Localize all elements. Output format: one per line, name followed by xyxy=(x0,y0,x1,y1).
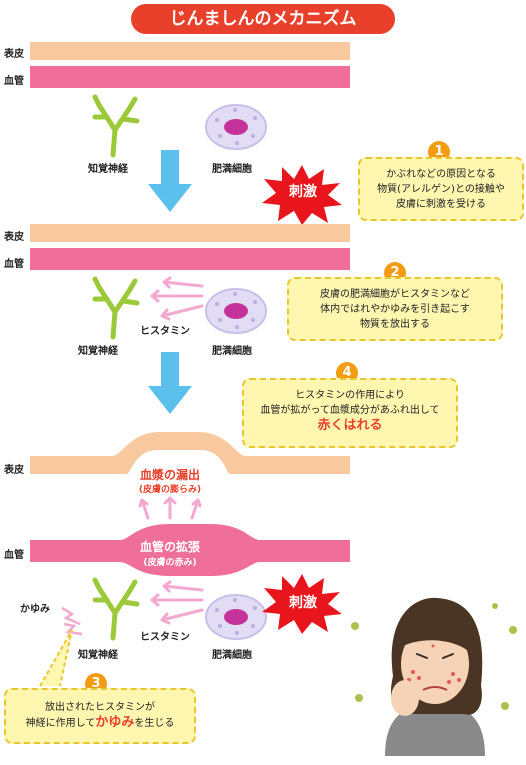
step-1-line: 皮膚に刺激を受ける xyxy=(396,199,486,210)
mast-cell-label: 肥満細胞 xyxy=(212,164,252,175)
step-1-line: 物質(アレルゲン)との接触や xyxy=(377,184,505,195)
down-arrow-icon xyxy=(148,352,192,414)
nerve-icon xyxy=(92,276,140,340)
nerve-label: 知覚神経 xyxy=(88,164,128,175)
step-3-line-2: 神経に作用してかゆみを生じる xyxy=(6,715,194,731)
step-4-emphasis: 赤くはれる xyxy=(317,418,383,433)
itchy-girl-illustration xyxy=(351,597,517,756)
vessel-label: 血管 xyxy=(4,76,24,87)
mast-cell-icon xyxy=(205,594,267,640)
skin-layer xyxy=(30,224,350,242)
vessel-label: 血管 xyxy=(4,550,24,561)
plasma-leak-sub: (皮膚の膨らみ) xyxy=(138,485,202,495)
swollen-skin-layer xyxy=(30,432,350,474)
step-2-line: 皮膚の肥満細胞がヒスタミンなど xyxy=(320,289,470,300)
note-3-pointer xyxy=(39,629,73,687)
step-note-4: ヒスタミンの作用により 血管が拡がって血漿成分があふれ出して 赤くはれる xyxy=(242,378,458,448)
step-3-emphasis: かゆみ xyxy=(95,715,135,730)
dilated-blood-vessel xyxy=(30,524,350,576)
step-note-1: かぶれなどの原因となる 物質(アレルゲン)との接触や 皮膚に刺激を受ける xyxy=(358,157,524,221)
dilation-sub: (皮膚の赤み) xyxy=(143,558,197,568)
plasma-arrows-icon xyxy=(138,496,202,520)
histamine-arrows-icon xyxy=(150,276,204,321)
plasma-leak-title: 血漿の漏出 xyxy=(139,468,200,482)
dilation-title: 血管の拡張 xyxy=(139,540,200,554)
blood-vessel xyxy=(30,248,350,270)
stimulus-burst-icon xyxy=(262,574,342,634)
step-2-line: 物質を放出する xyxy=(360,319,430,330)
down-arrow-icon xyxy=(148,150,192,212)
mast-cell-icon xyxy=(205,288,267,334)
step-note-2: 皮膚の肥満細胞がヒスタミンなど 体内ではれやかゆみを引き起こす 物質を放出する xyxy=(287,277,503,341)
step-3-post: を生じる xyxy=(134,718,175,729)
stimulus-label: 刺激 xyxy=(289,184,317,200)
itch-label: かゆみ xyxy=(20,604,50,615)
skin-label: 表皮 xyxy=(4,49,24,60)
nerve-label: 知覚神経 xyxy=(78,346,118,357)
step-3-line: 放出されたヒスタミンが xyxy=(45,702,155,713)
page-title: じんましんのメカニズム xyxy=(131,4,395,34)
nerve-icon xyxy=(92,94,140,158)
step-3-pre: 神経に作用して xyxy=(25,718,96,729)
step-4-line: 血管が拡がって血漿成分があふれ出して xyxy=(260,405,440,416)
itch-zigzag-icon xyxy=(61,606,83,636)
nerve-icon xyxy=(92,577,140,641)
nerve-label: 知覚神経 xyxy=(78,650,118,661)
mast-cell-label: 肥満細胞 xyxy=(212,650,252,661)
histamine-label: ヒスタミン xyxy=(140,632,190,643)
step-1-line: かぶれなどの原因となる xyxy=(386,169,496,180)
vessel-label: 血管 xyxy=(4,259,24,270)
mast-cell-icon xyxy=(205,104,267,150)
stimulus-burst-icon xyxy=(262,165,342,225)
histamine-arrows-icon xyxy=(150,580,204,625)
skin-label: 表皮 xyxy=(4,232,24,243)
skin-label: 表皮 xyxy=(4,465,24,476)
step-note-3: 放出されたヒスタミンが 神経に作用してかゆみを生じる xyxy=(4,688,196,744)
stimulus-label: 刺激 xyxy=(289,595,317,611)
step-2-line: 体内ではれやかゆみを引き起こす xyxy=(320,304,470,315)
step-4-line: ヒスタミンの作用により xyxy=(295,390,405,401)
blood-vessel xyxy=(30,66,350,88)
histamine-label: ヒスタミン xyxy=(140,326,190,337)
skin-layer xyxy=(30,42,350,60)
mast-cell-label: 肥満細胞 xyxy=(212,346,252,357)
